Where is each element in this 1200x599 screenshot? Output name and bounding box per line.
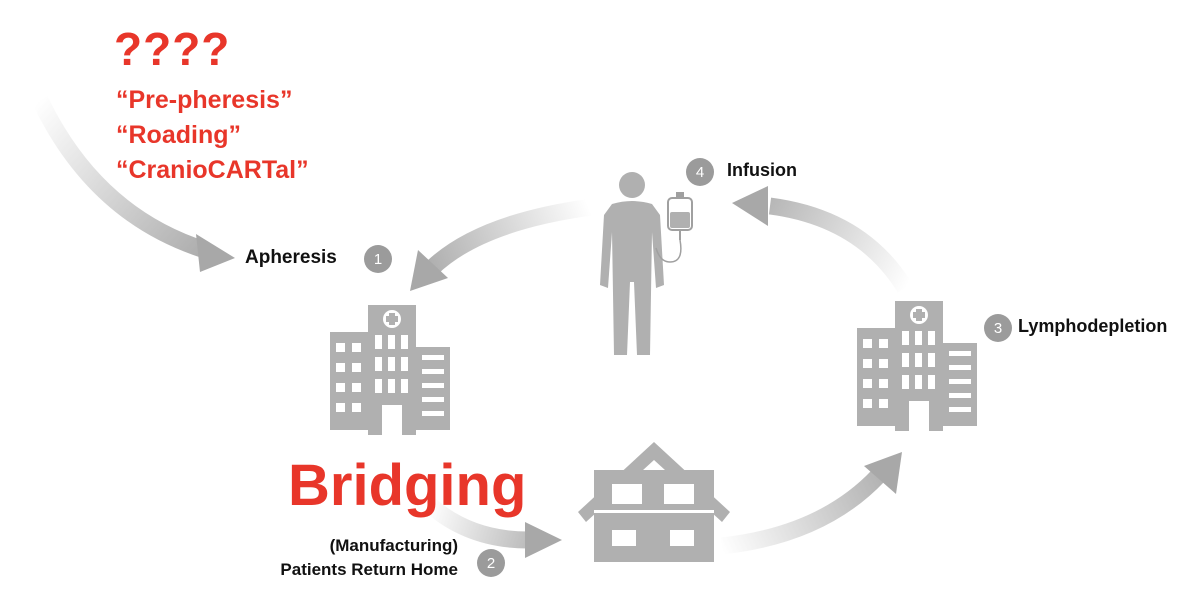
arrow-infusion-to-apheresis: [410, 198, 594, 291]
hospital-icon: [857, 301, 977, 431]
step-label-apheresis: Apheresis: [245, 247, 337, 268]
step-label-return-home: Patients Return Home: [280, 560, 458, 579]
patient-iv-icon: [600, 172, 693, 355]
step-badge-2: 2: [477, 549, 505, 577]
house-icon: [578, 442, 730, 562]
alternative-term-roading: “Roading”: [116, 121, 241, 149]
bridging-title: Bridging: [288, 453, 527, 518]
alternative-term-craniocartal: “CranioCARTal”: [116, 156, 309, 184]
arrow-bridging-to-home: [424, 498, 562, 558]
hospital-icon: [330, 305, 450, 435]
alternative-term-pre-pheresis: “Pre-pheresis”: [116, 86, 293, 114]
question-marks: ????: [114, 23, 231, 75]
step-label-lymphodepletion: Lymphodepletion: [1018, 316, 1168, 336]
step-label-infusion: Infusion: [727, 160, 797, 180]
arrow-lymphodepletion-to-infusion: [732, 186, 913, 293]
step-label-manufacturing: (Manufacturing): [329, 536, 458, 555]
incoming-arrow: [32, 96, 235, 272]
arrow-home-to-lymphodepletion: [721, 452, 902, 555]
step-badge-4: 4: [686, 158, 714, 186]
step-badge-1: 1: [364, 245, 392, 273]
step-badge-3: 3: [984, 314, 1012, 342]
